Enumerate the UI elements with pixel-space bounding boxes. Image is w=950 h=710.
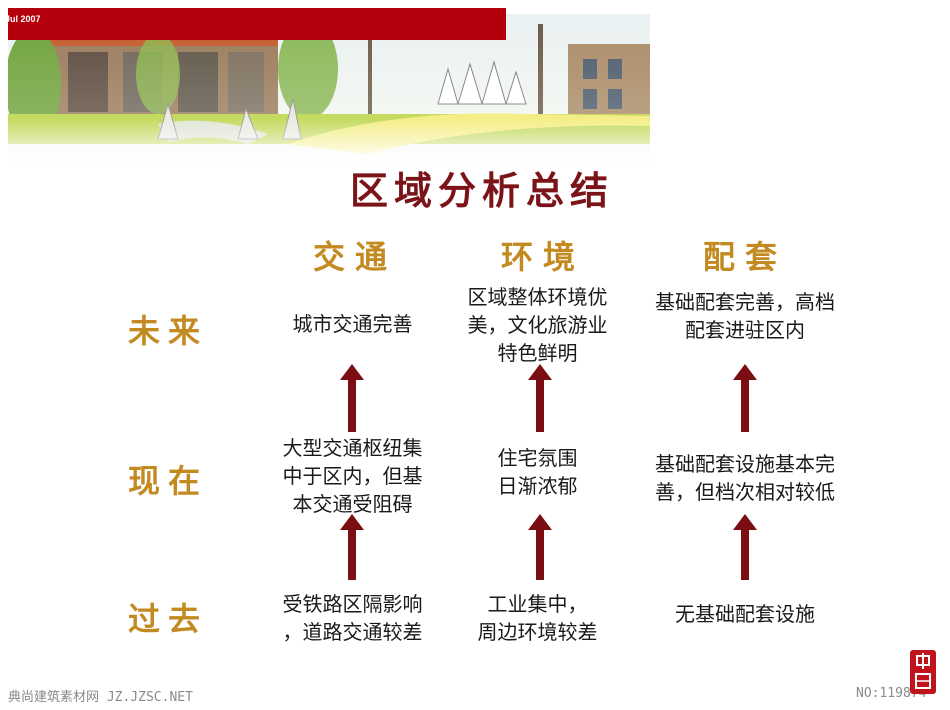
cell-present-facilities: 基础配套设施基本完 善，但档次相对较低	[630, 450, 860, 506]
row-header-present: 现在	[128, 462, 209, 500]
cell-past-facilities: 无基础配套设施	[630, 600, 860, 628]
cell-line: 善，但档次相对较低	[655, 480, 835, 504]
page-title: 区域分析总结	[350, 168, 615, 213]
column-header-traffic: 交通	[312, 238, 397, 276]
cell-present-environment: 住宅氛围 日渐浓郁	[445, 444, 630, 500]
cell-future-traffic: 城市交通完善	[260, 310, 445, 338]
cell-line: 基础配套设施基本完	[655, 452, 835, 476]
column-header-facilities: 配套	[702, 238, 787, 276]
cell-present-traffic: 大型交通枢纽集 中于区内，但基 本交通受阻碍	[260, 434, 445, 518]
arrow-up-icon	[528, 364, 552, 432]
cell-line: 城市交通完善	[292, 312, 413, 336]
cell-line: 基础配套完善，高档	[655, 290, 835, 314]
cell-future-facilities: 基础配套完善，高档 配套进驻区内	[630, 288, 860, 344]
cell-line: 配套进驻区内	[685, 318, 805, 342]
cell-line: 中于区内，但基	[282, 464, 423, 488]
date-label: Jul 2007	[5, 14, 41, 24]
cell-line: 大型交通枢纽集	[282, 436, 423, 460]
cell-past-traffic: 受铁路区隔影响 ，道路交通较差	[260, 590, 445, 646]
cell-line: 本交通受阻碍	[292, 492, 413, 516]
arrow-up-icon	[340, 364, 364, 432]
row-header-future: 未来	[128, 312, 209, 350]
cell-line: 无基础配套设施	[675, 602, 815, 626]
arrow-up-icon	[528, 514, 552, 580]
company-seal-logo-icon	[910, 650, 936, 694]
row-header-past: 过去	[128, 600, 209, 638]
cell-line: 日渐浓郁	[497, 474, 578, 498]
watermark-number-text: NO:119874	[856, 686, 927, 701]
cell-past-environment: 工业集中， 周边环境较差	[445, 590, 630, 646]
cell-line: 受铁路区隔影响	[282, 592, 423, 616]
cell-line: 特色鲜明	[497, 341, 578, 365]
arrow-up-icon	[733, 514, 757, 580]
watermark-site-text: 典尚建筑素材网 JZ.JZSC.NET	[8, 690, 193, 705]
cell-line: ，道路交通较差	[282, 620, 423, 644]
arrow-up-icon	[733, 364, 757, 432]
cell-line: 周边环境较差	[477, 620, 598, 644]
cell-line: 住宅氛围	[497, 446, 578, 470]
cell-line: 区域整体环境优	[467, 285, 608, 309]
cell-line: 美，文化旅游业	[467, 313, 608, 337]
cell-line: 工业集中，	[487, 592, 588, 616]
cell-future-environment: 区域整体环境优 美，文化旅游业 特色鲜明	[445, 283, 630, 367]
arrow-up-icon	[340, 514, 364, 580]
column-header-environment: 环境	[500, 238, 585, 276]
date-header-bar	[8, 8, 506, 40]
